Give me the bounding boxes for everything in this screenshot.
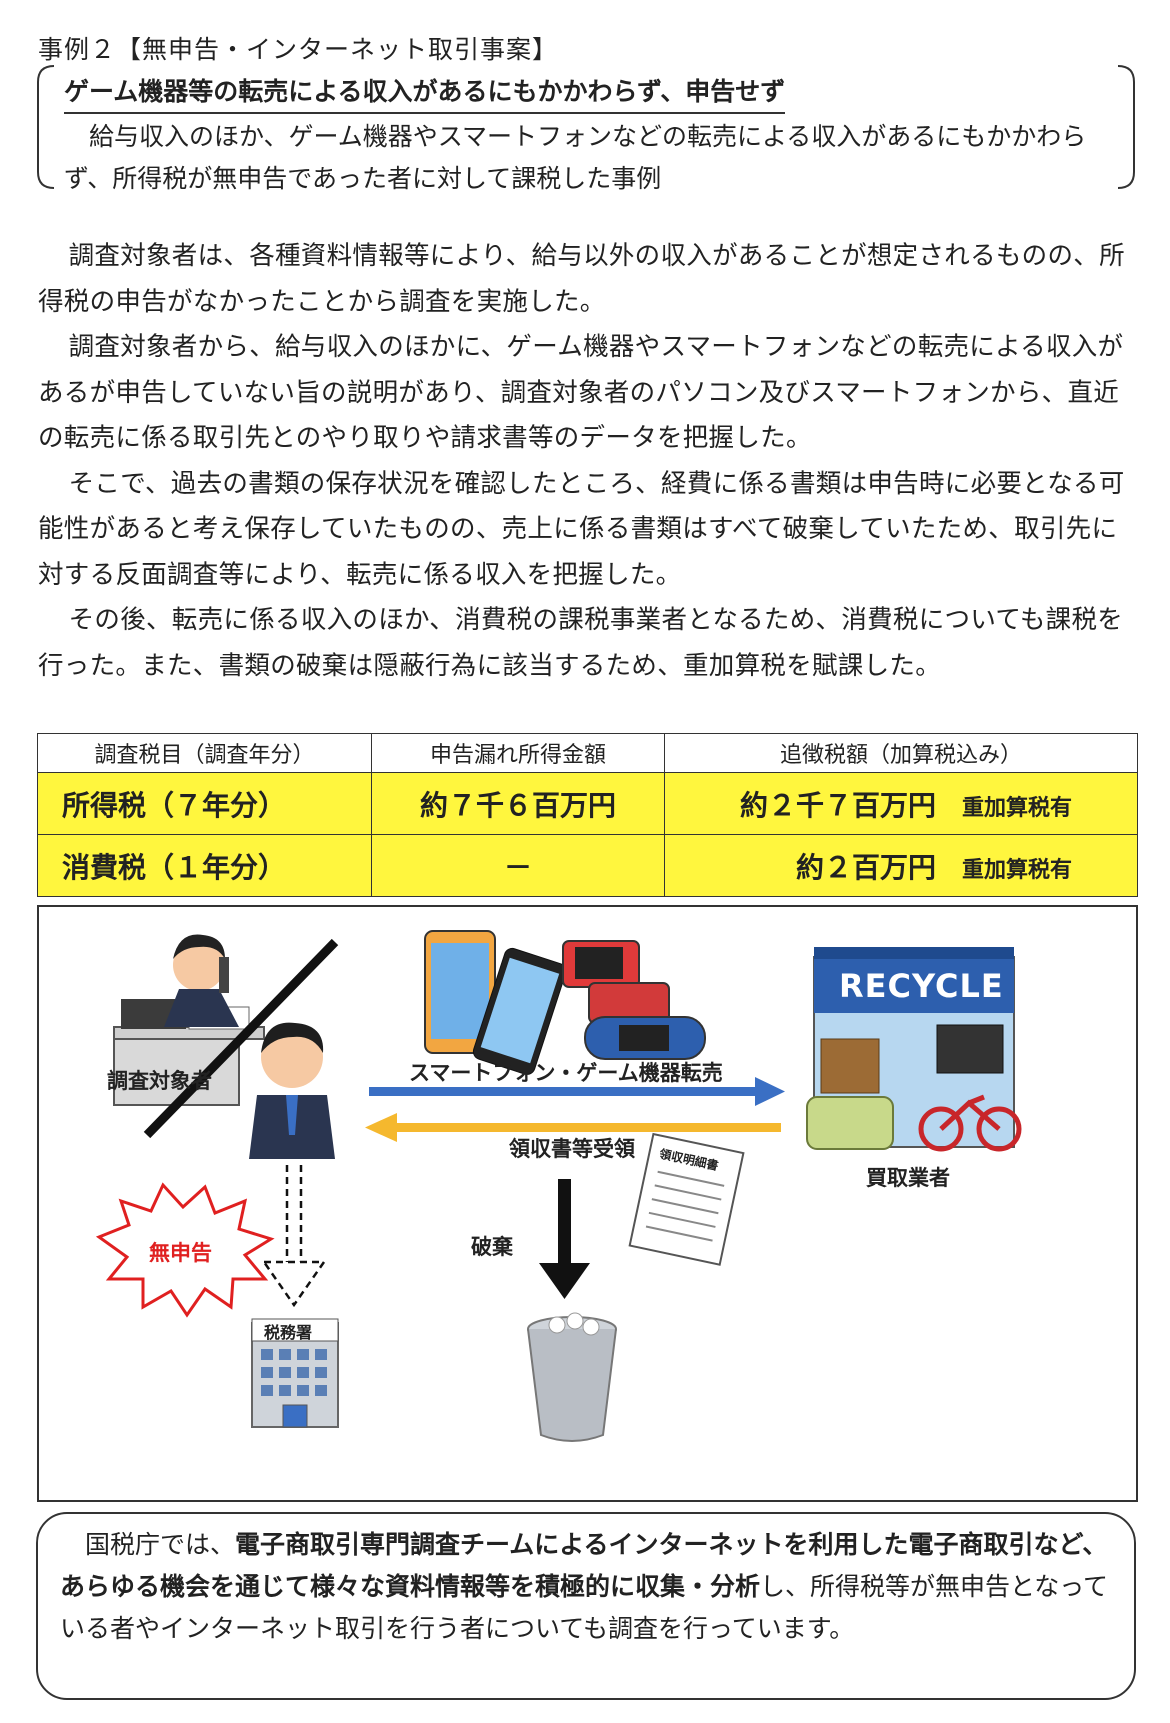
resale-arrow-icon (369, 1077, 785, 1106)
cell-tax: 所得税（７年分） (37, 772, 372, 835)
resale-label: スマートフォン・ゲーム機器転売 (409, 1061, 723, 1085)
discard-arrow-icon (539, 1179, 590, 1299)
illustration-canvas (95, 930, 1022, 1442)
cell-additional: 約２千７百万円重加算税有 (664, 772, 1138, 835)
bottom-note: 国税庁では、電子商取引専門調査チームによるインターネットを利用した電子商取引など… (60, 1524, 1120, 1650)
cell-amount: 約７千６百万円 (371, 772, 665, 835)
buyer-label: 買取業者 (866, 1166, 950, 1190)
header-tax-item: 調査税目（調査年分） (37, 733, 372, 773)
bottom-box-border (36, 1512, 1136, 1700)
body-paragraph: その後、転売に係る収入のほか、消費税の課税事業者となるため、消費税についても課税… (38, 605, 1124, 681)
penalty-note: 重加算税有 (962, 795, 1073, 821)
case-body: 調査対象者は、各種資料情報等により、給与以外の収入があることが想定されるものの、… (38, 234, 1138, 689)
smartphone-icon (424, 930, 567, 1075)
additional-amount: 約２千７百万円 (739, 788, 936, 822)
receipt-arrow-icon (365, 1113, 781, 1142)
case-illustration: 調査対象者 買取業者 スマートフォン・ゲーム機器転売 領収書等受領 無申告 破棄… (37, 905, 1138, 1502)
receipt-label: 領収書等受領 (509, 1137, 635, 1161)
dashed-down-arrow (261, 1165, 327, 1308)
tax-office-icon (251, 1318, 339, 1428)
tax-office-sign: 税務署 (264, 1323, 313, 1342)
result-table: 調査税目（調査年分） 申告漏れ所得金額 追徴税額（加算税込み） 所得税（７年分）… (37, 733, 1138, 897)
cell-amount: － (371, 834, 665, 897)
summary-text: 給与収入のほか、ゲーム機器やスマートフォンなどの転売による収入があるにもかかわら… (64, 122, 1087, 193)
summary-title: ゲーム機器等の転売による収入があるにもかかわらず、申告せず (64, 72, 786, 114)
discard-label: 破棄 (471, 1235, 513, 1259)
cell-additional: 約２百万円重加算税有 (664, 834, 1138, 897)
no-filing-label: 無申告 (149, 1241, 212, 1265)
table-row: 消費税（１年分） － 約２百万円重加算税有 (37, 834, 1138, 897)
table-row: 所得税（７年分） 約７千６百万円 約２千７百万円重加算税有 (37, 772, 1138, 835)
summary-bracket (37, 65, 1135, 189)
table-header-row: 調査税目（調査年分） 申告漏れ所得金額 追徴税額（加算税込み） (37, 733, 1138, 773)
game-console-icon (562, 940, 706, 1060)
bottom-text-bold: 電子商取引専門調査チームによるインターネットを利用した電子商取引など、あらゆる機… (60, 1530, 1108, 1601)
body-paragraph: 調査対象者から、給与収入のほかに、ゲーム機器やスマートフォンなどの転売による収入… (38, 332, 1124, 453)
header-undeclared-income: 申告漏れ所得金額 (371, 733, 665, 773)
bottom-text-part1: 国税庁では、 (60, 1530, 236, 1559)
slash-line (143, 938, 339, 1139)
trash-bin-icon (527, 1312, 617, 1442)
subject-person-icon (249, 1022, 335, 1159)
body-paragraph: 調査対象者は、各種資料情報等により、給与以外の収入があることが想定されるものの、… (38, 241, 1125, 317)
additional-amount: 約２百万円 (795, 850, 936, 884)
penalty-note: 重加算税有 (962, 857, 1073, 883)
invoice-icon (628, 1132, 745, 1266)
cell-tax: 消費税（１年分） (37, 834, 372, 897)
case-label: 事例２【無申告・インターネット取引事案】 (38, 35, 559, 64)
header-additional-tax: 追徴税額（加算税込み） (664, 733, 1138, 773)
recycle-shop-icon (806, 947, 1022, 1152)
body-paragraph: そこで、過去の書類の保存状況を確認したところ、経費に係る書類は申告時に必要となる… (38, 468, 1125, 590)
burst-shape (95, 1182, 275, 1318)
recycle-sign: RECYCLE (839, 967, 1004, 1005)
bottom-text-part2: し、所得税等が無申告となっている者やインターネット取引を行う者についても調査を行… (60, 1572, 1109, 1643)
office-worker-icon (113, 934, 265, 1106)
subject-label: 調査対象者 (107, 1069, 212, 1093)
